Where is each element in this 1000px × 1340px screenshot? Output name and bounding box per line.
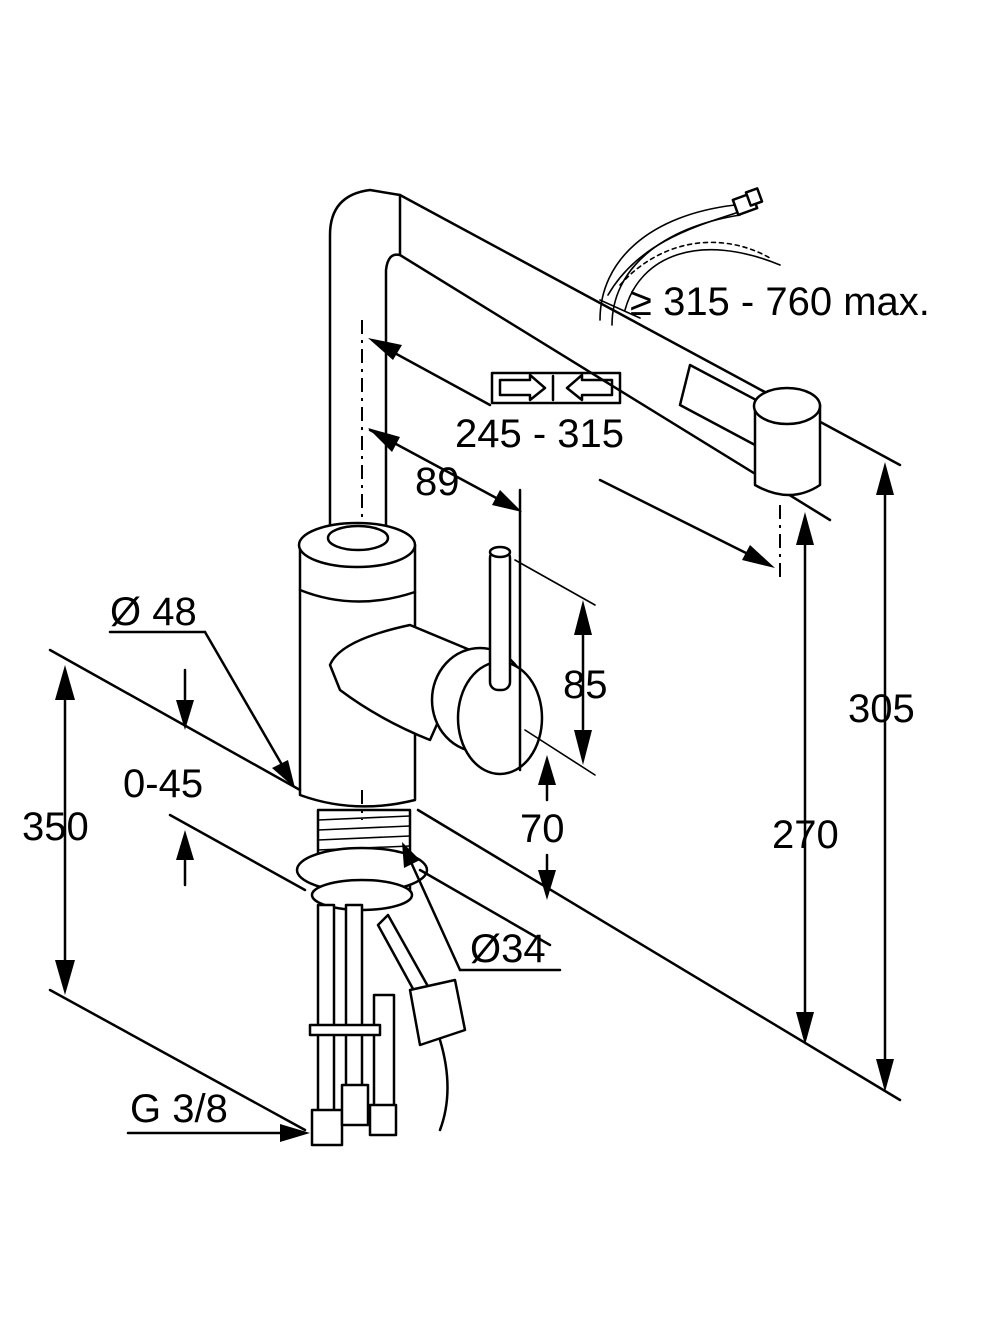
deck-line-bottom-right <box>416 808 902 1102</box>
base-line <box>48 988 307 1132</box>
dimension-89 <box>368 428 522 772</box>
faucet-body <box>295 188 544 912</box>
dimension-350 <box>55 665 75 995</box>
label-spout-height-total: 305 <box>848 687 915 731</box>
dimension-diameter-48 <box>108 630 295 788</box>
dimension-0-45 <box>176 668 194 887</box>
label-body-diameter: Ø 48 <box>110 590 197 634</box>
dimension-diameter-34 <box>402 842 562 972</box>
dimension-305 <box>876 462 894 1092</box>
dimension-245-315 <box>368 338 775 568</box>
label-hose-length: ≥ 315 - 760 max. <box>630 280 930 324</box>
dimension-85 <box>514 559 596 776</box>
label-lever-height: 85 <box>563 663 608 707</box>
label-outlet-height: 270 <box>772 813 839 857</box>
spray-head-extended <box>678 363 822 497</box>
label-deck-thickness: 0-45 <box>123 762 203 806</box>
deck-line-top <box>48 648 302 792</box>
deck-line-underside-right <box>418 868 552 947</box>
dimension-thread-g38 <box>126 1124 310 1142</box>
pull-out-arrows-icon <box>490 371 622 405</box>
label-spout-offset: 89 <box>415 460 460 504</box>
deck-line-underside <box>168 813 307 892</box>
label-overall-height: 350 <box>22 805 89 849</box>
dimension-270 <box>796 512 814 1045</box>
label-shank-diameter: Ø34 <box>470 927 546 971</box>
label-connection-thread: G 3/8 <box>130 1087 228 1131</box>
dimension-70 <box>538 755 556 900</box>
label-swivel-range: 245 - 315 <box>455 412 624 456</box>
braided-hose-icon <box>599 187 781 326</box>
dimension-hose-length <box>599 299 641 319</box>
label-lever-clearance: 70 <box>520 807 565 851</box>
supply-hoses <box>308 903 467 1147</box>
